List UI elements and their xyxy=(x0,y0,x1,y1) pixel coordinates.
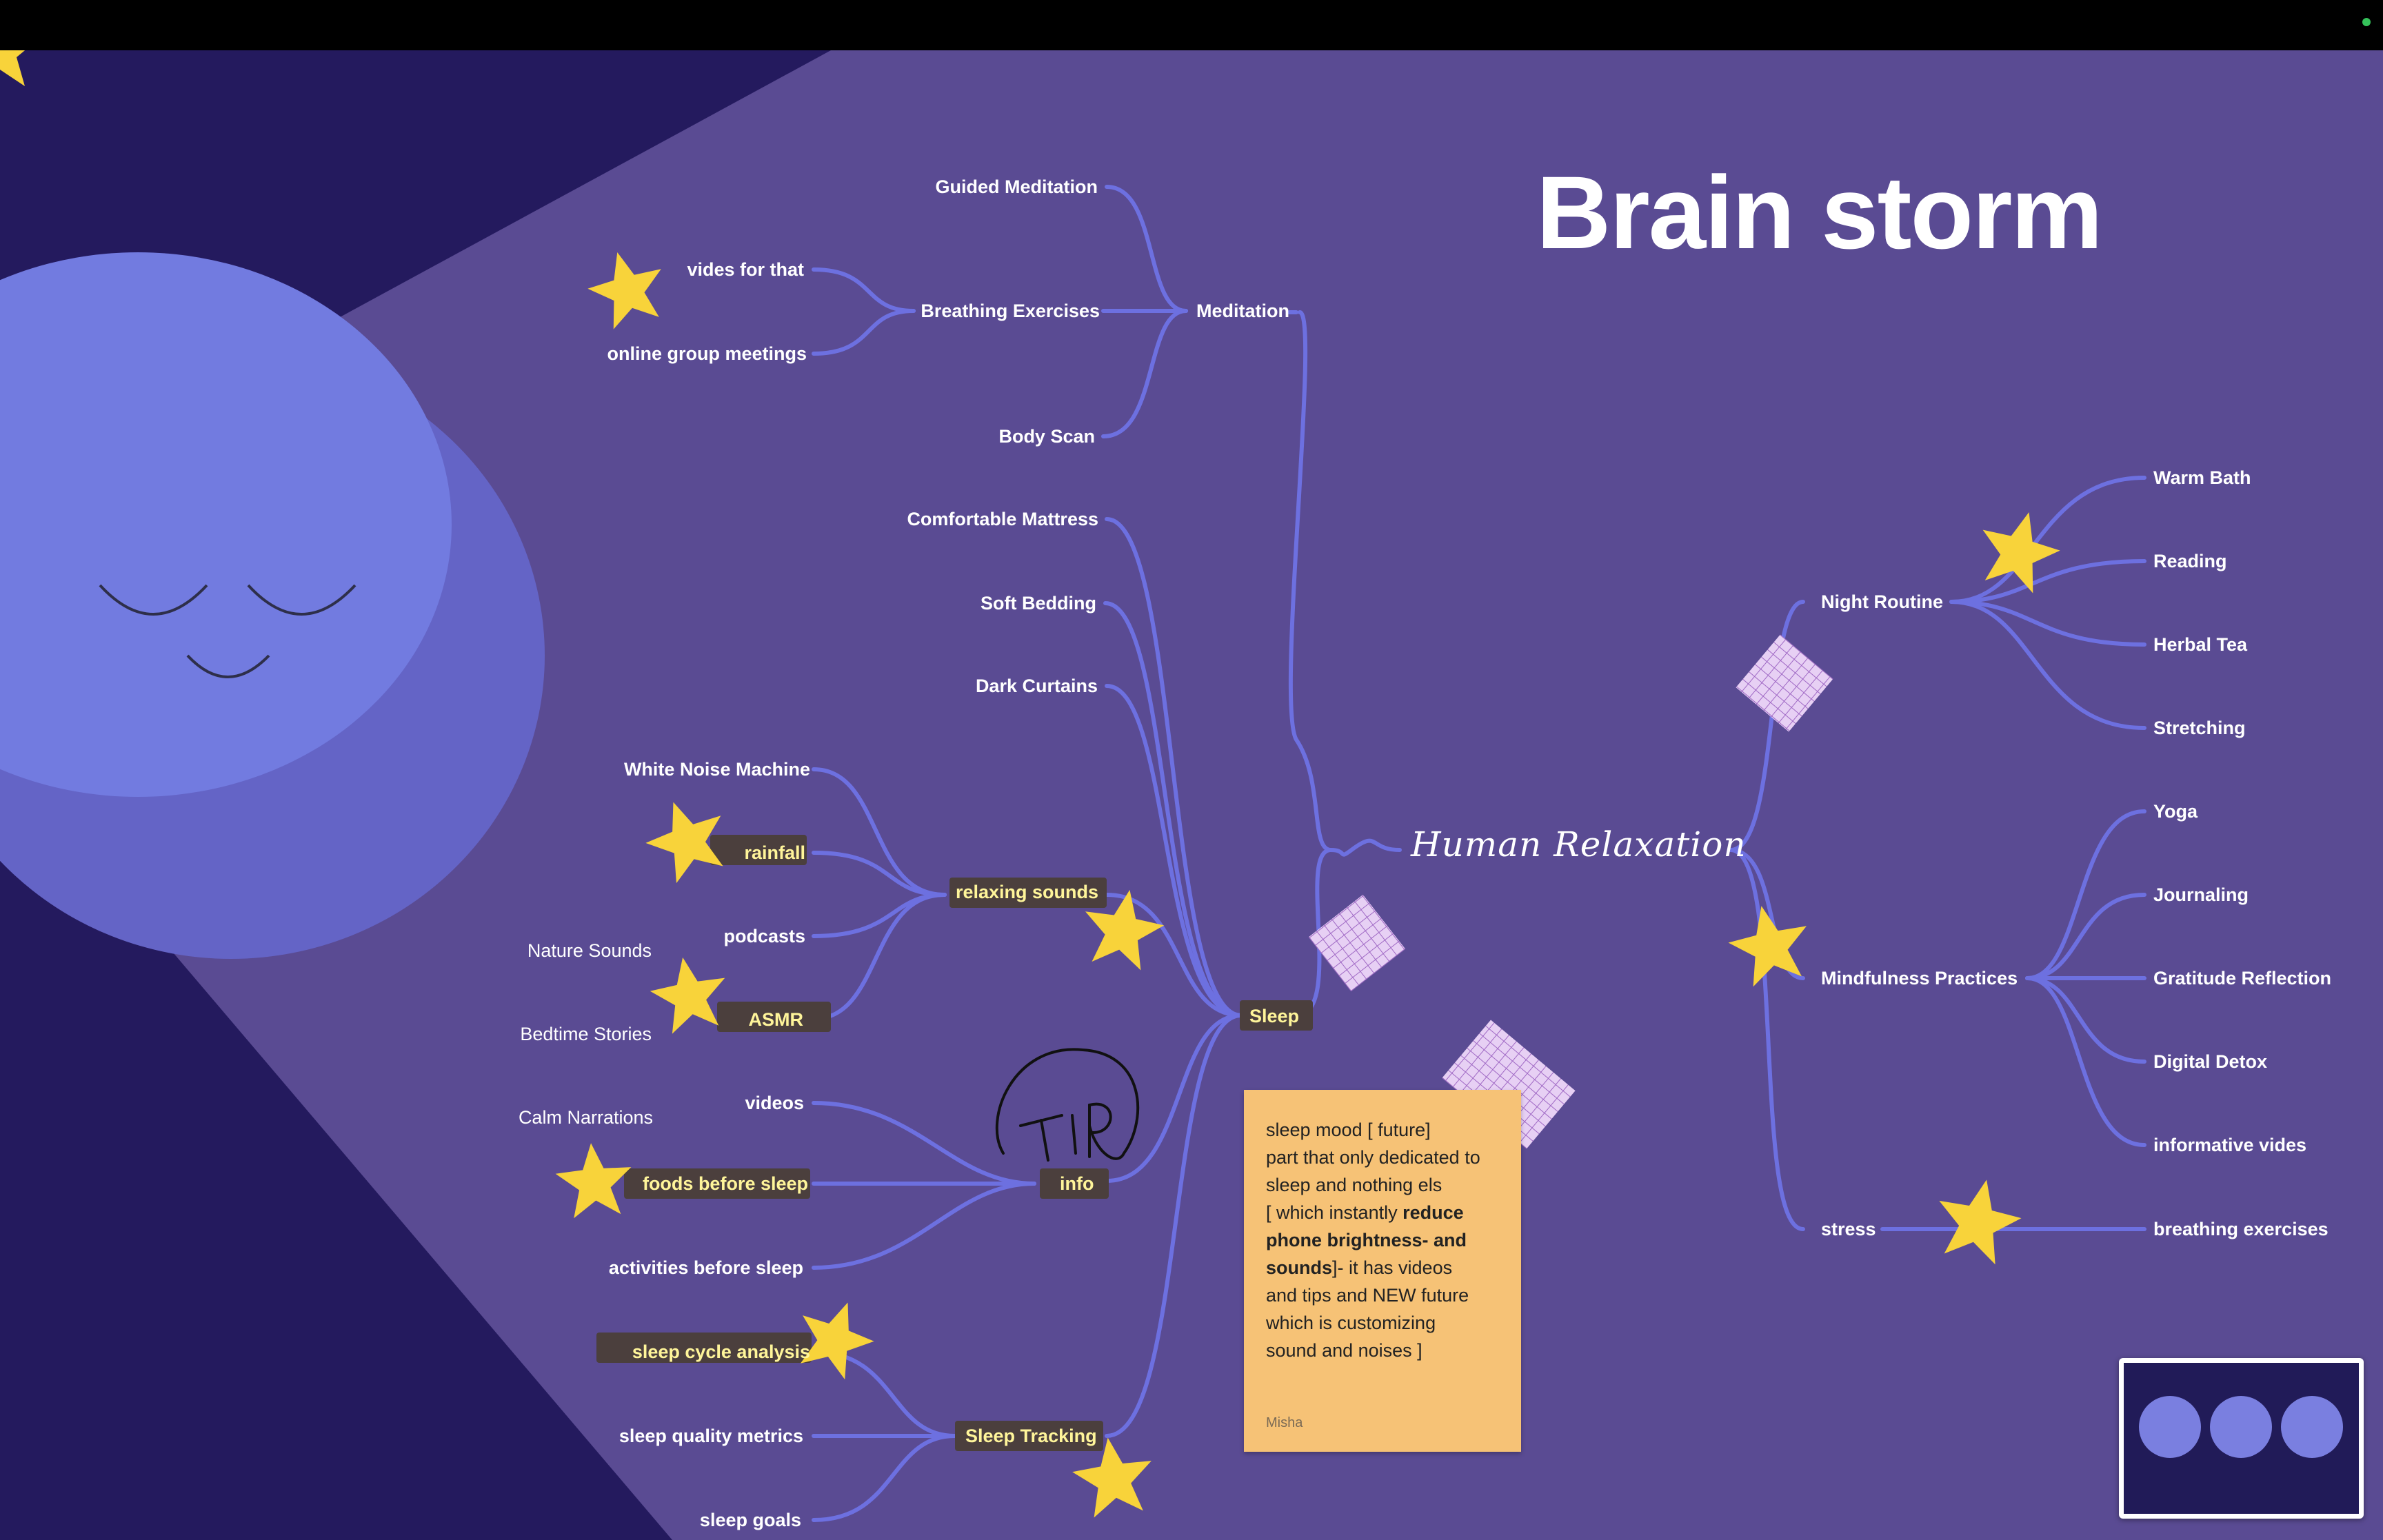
node-journaling[interactable]: Journaling xyxy=(2153,884,2249,905)
highlight-sleep xyxy=(1240,1000,1313,1031)
node-sleep-cycle-analysis[interactable]: sleep cycle analysis xyxy=(632,1341,810,1362)
node-sleep-goals[interactable]: sleep goals xyxy=(699,1510,801,1530)
status-dot xyxy=(2362,18,2371,26)
node-stretching[interactable]: Stretching xyxy=(2153,718,2246,738)
node-sleep[interactable]: Sleep xyxy=(1249,1006,1300,1026)
highlight-relaxing xyxy=(949,878,1107,908)
highlight-foods xyxy=(624,1168,810,1199)
node-gratitude-reflection[interactable]: Gratitude Reflection xyxy=(2153,968,2332,989)
node-night-routine[interactable]: Night Routine xyxy=(1821,591,1943,612)
minimap-preview xyxy=(2124,1363,2359,1514)
minimap-circle xyxy=(2210,1396,2272,1458)
node-reading[interactable]: Reading xyxy=(2153,551,2227,571)
central-topic[interactable]: Human Relaxation xyxy=(1411,824,1747,864)
sticky-note-text: sleep mood [ future] part that only dedi… xyxy=(1266,1119,1480,1361)
moon-face-icon xyxy=(0,252,545,959)
whiteboard-canvas[interactable]: Brain storm Human Relaxation Meditation … xyxy=(0,50,2383,1540)
node-breathing-exercises[interactable]: Breathing Exercises xyxy=(921,301,1100,321)
highlight-rainfall xyxy=(710,835,807,865)
minimap-thumbnail[interactable] xyxy=(2119,1358,2364,1519)
background-shapes xyxy=(0,50,2146,1540)
page-title: Brain storm xyxy=(1536,154,2103,270)
highlight-bars xyxy=(596,835,1313,1451)
node-videos[interactable]: videos xyxy=(745,1093,804,1113)
star-icon xyxy=(0,50,26,86)
highlight-cycle xyxy=(596,1333,812,1363)
node-rainfall[interactable]: rainfall xyxy=(744,842,805,863)
dark-region-bottom xyxy=(0,795,672,1540)
node-sleep-tracking[interactable]: Sleep Tracking xyxy=(965,1426,1097,1446)
connector-lines xyxy=(812,185,2146,1522)
node-stress[interactable]: stress xyxy=(1821,1219,1876,1239)
node-yoga[interactable]: Yoga xyxy=(2153,801,2198,822)
node-foods-before-sleep[interactable]: foods before sleep xyxy=(642,1173,808,1194)
node-asmr[interactable]: ASMR xyxy=(748,1009,804,1030)
star-icon xyxy=(1970,502,2068,598)
highlight-tracking xyxy=(955,1421,1103,1451)
tip-doodle-icon xyxy=(996,1048,1140,1162)
node-herbal-tea[interactable]: Herbal Tea xyxy=(2153,634,2248,655)
sticky-note[interactable]: sleep mood [ future] part that only dedi… xyxy=(1244,1090,1521,1452)
node-digital-detox[interactable]: Digital Detox xyxy=(2153,1051,2268,1072)
node-dark-curtains[interactable]: Dark Curtains xyxy=(975,676,1098,696)
node-soft-bedding[interactable]: Soft Bedding xyxy=(981,593,1096,614)
star-icon xyxy=(1929,1171,2028,1268)
node-nature-sounds[interactable]: Nature Sounds xyxy=(527,940,652,961)
node-sleep-quality-metrics[interactable]: sleep quality metrics xyxy=(619,1426,803,1446)
node-online-group-meetings[interactable]: online group meetings xyxy=(607,343,807,364)
star-icon xyxy=(581,242,674,333)
node-relaxing-sounds[interactable]: relaxing sounds xyxy=(956,882,1099,902)
highlight-info xyxy=(1040,1168,1109,1199)
node-info[interactable]: info xyxy=(1060,1173,1094,1194)
node-calm-narrations[interactable]: Calm Narrations xyxy=(518,1107,653,1128)
node-vides-for-that[interactable]: vides for that xyxy=(687,259,804,280)
sticky-note-author: Misha xyxy=(1266,1415,1303,1430)
minimap-circle xyxy=(2139,1396,2201,1458)
washi-tape-icon xyxy=(1308,634,1833,1149)
node-breathing-exercises-stress[interactable]: breathing exercises xyxy=(2153,1219,2329,1239)
star-icon xyxy=(553,1139,636,1220)
node-activities-before-sleep[interactable]: activities before sleep xyxy=(608,1257,803,1278)
highlight-asmr xyxy=(717,1002,831,1032)
node-guided-meditation[interactable]: Guided Meditation xyxy=(935,176,1098,197)
top-bar xyxy=(0,0,2383,50)
node-mindfulness-practices[interactable]: Mindfulness Practices xyxy=(1821,968,2018,989)
node-meditation[interactable]: Meditation xyxy=(1196,301,1289,321)
node-warm-bath[interactable]: Warm Bath xyxy=(2153,467,2251,488)
node-podcasts[interactable]: podcasts xyxy=(723,926,805,946)
node-white-noise-machine[interactable]: White Noise Machine xyxy=(623,759,810,780)
node-bedtime-stories[interactable]: Bedtime Stories xyxy=(520,1024,652,1044)
minimap-circle xyxy=(2281,1396,2343,1458)
node-informative-vides[interactable]: informative vides xyxy=(2153,1135,2307,1155)
stars xyxy=(0,50,26,86)
node-comfortable-mattress[interactable]: Comfortable Mattress xyxy=(907,509,1098,529)
node-body-scan[interactable]: Body Scan xyxy=(998,426,1095,447)
